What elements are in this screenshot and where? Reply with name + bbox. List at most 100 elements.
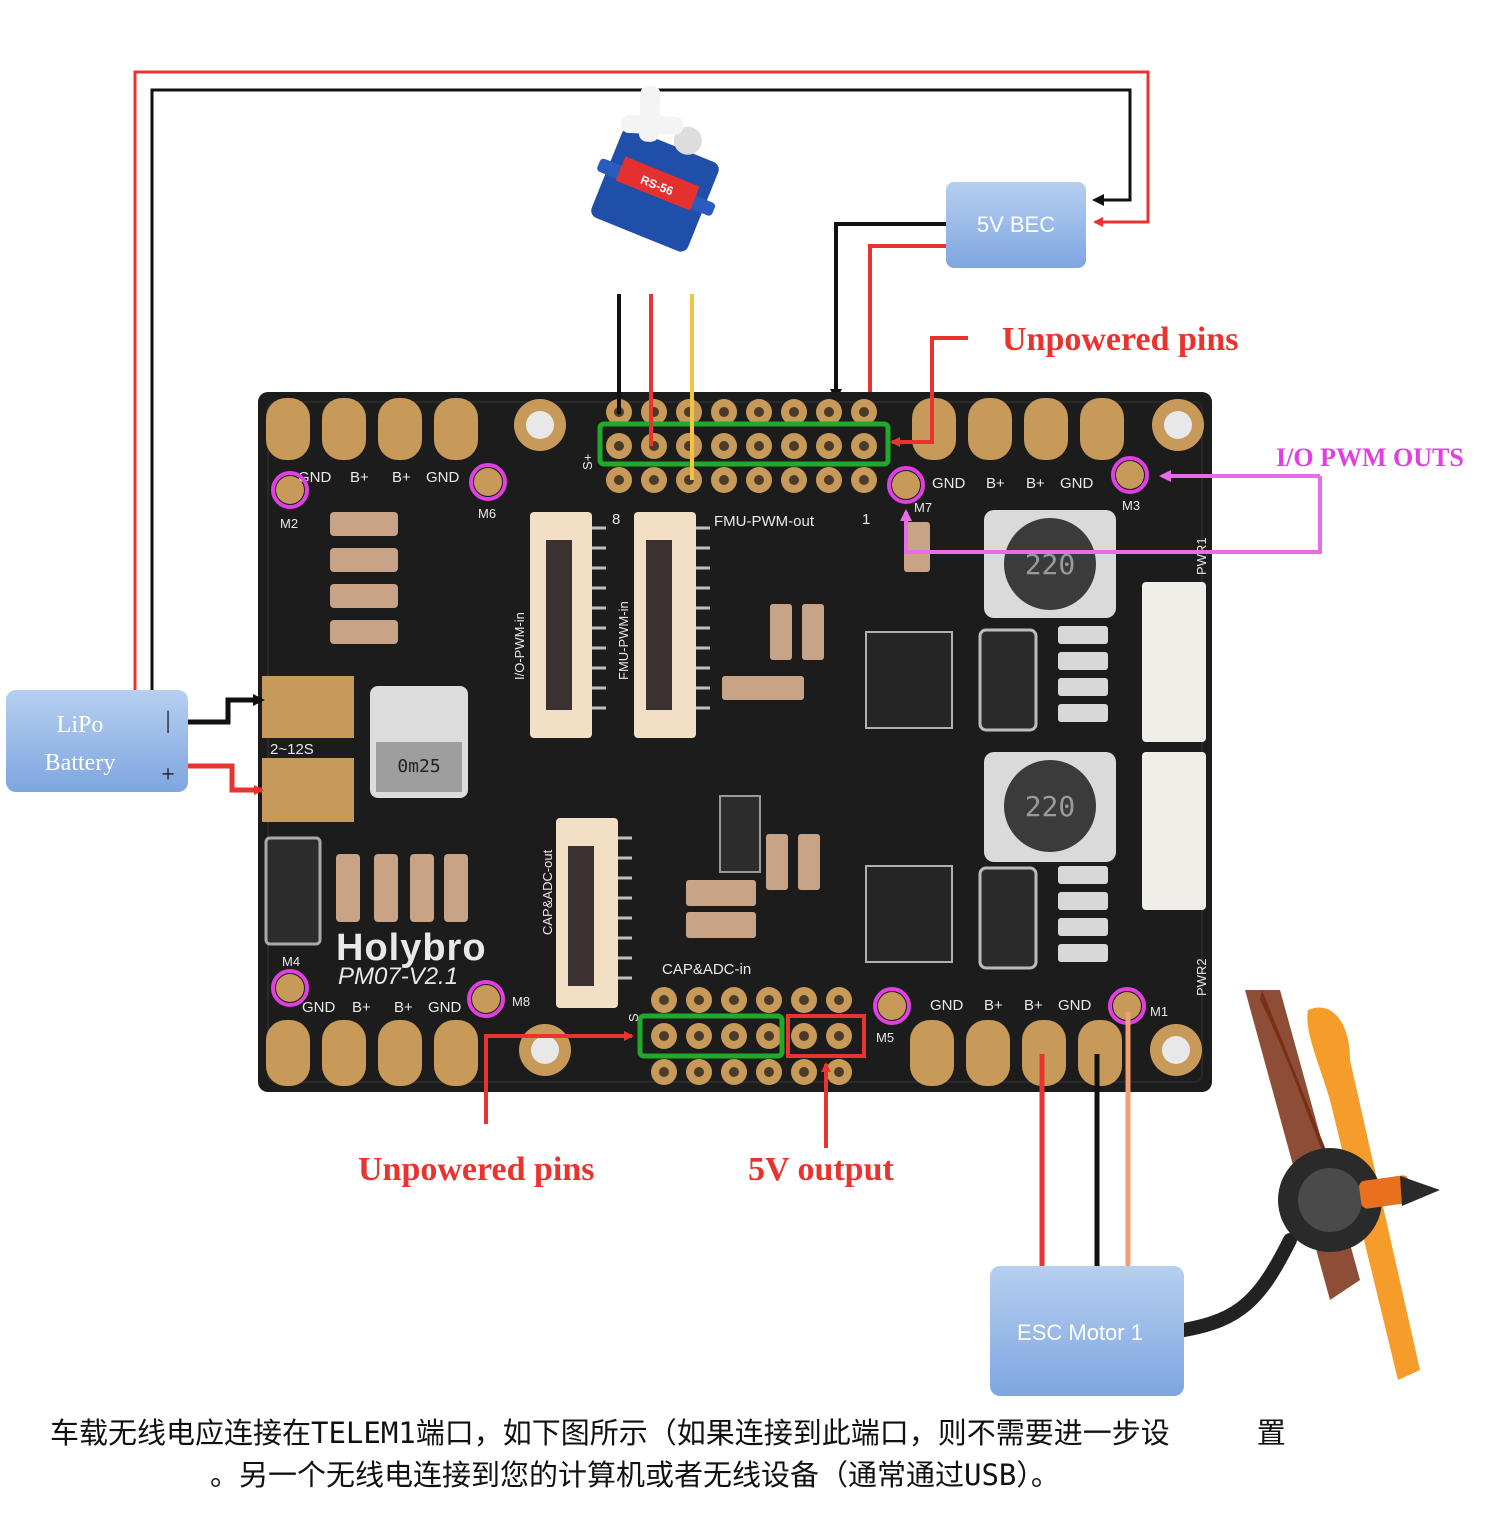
svg-text:M4: M4 <box>282 954 300 969</box>
cap-adc-in-pin-hole <box>729 1031 739 1041</box>
cap-adc-in-pin-hole <box>799 1067 809 1077</box>
fmu-pwm-out-label: FMU-PWM-out <box>714 513 815 530</box>
fmu-pwm-out-pin-hole <box>649 475 659 485</box>
fmu-pwm-out-pin-hole <box>614 475 624 485</box>
svg-text:M2: M2 <box>280 516 298 531</box>
battery-plus-wire-to-bec <box>133 70 1150 690</box>
cap-adc-in-pin-hole <box>694 1067 704 1077</box>
fmu-pwm-out-pin-hole <box>824 441 834 451</box>
cap-adc-in-pin-hole <box>659 995 669 1005</box>
motor-pads-top-right <box>912 398 1124 460</box>
svg-text:B+: B+ <box>392 469 411 486</box>
fmu-pwm-out-pin-hole <box>789 441 799 451</box>
svg-text:GND: GND <box>932 475 966 492</box>
five-v-output-highlight <box>786 1014 866 1058</box>
cap-adc-in-pin-hole <box>694 1031 704 1041</box>
five-v-output-label: 5V output <box>748 1151 894 1188</box>
cap-adc-in-pin-hole <box>729 995 739 1005</box>
fmu-pwm-out-header <box>606 399 877 493</box>
battery-input-pads: 2~12S <box>262 676 354 822</box>
motor-propeller <box>1177 990 1440 1380</box>
fmu-pwm-out-pin-hole <box>789 407 799 417</box>
esc-motor-box: ESC Motor 1 <box>990 1266 1184 1396</box>
fmu-pwm-out-pin-hole <box>754 407 764 417</box>
cap-adc-in-pin-hole <box>834 1031 844 1041</box>
model-text: PM07-V2.1 <box>338 963 458 990</box>
svg-text:8: 8 <box>612 511 620 528</box>
svg-text:M3: M3 <box>1122 498 1140 513</box>
unpowered-pins-highlight-top <box>597 421 891 467</box>
fmu-pwm-out-pin-hole <box>754 475 764 485</box>
svg-text:B+: B+ <box>986 475 1005 492</box>
smd-components-left <box>330 512 468 922</box>
bec-box: 5V BEC <box>946 182 1086 268</box>
power-diodes <box>978 628 1038 970</box>
svg-text:GND: GND <box>930 997 964 1014</box>
smd-components-center <box>686 522 930 938</box>
cap-adc-in-pin-hole <box>799 995 809 1005</box>
io-pwm-outs-bracket <box>900 476 1322 554</box>
unpowered-bottom-label: Unpowered pins <box>358 1151 595 1188</box>
caption-line-1: 车载无线电应连接在TELEM1端口，如下图所示（如果连接到此端口，则不需要进一步… <box>50 1416 1286 1450</box>
svg-text:0m25: 0m25 <box>397 756 440 777</box>
cap-adc-in-label: CAP&ADC-in <box>662 961 751 978</box>
svg-text:GND: GND <box>428 999 462 1016</box>
bec-red-wire <box>865 244 946 434</box>
svg-text:|: | <box>166 708 171 734</box>
svg-text:GND: GND <box>1058 997 1092 1014</box>
power-inductors: 220 220 <box>984 510 1116 862</box>
cap-adc-in-pin-hole <box>764 1031 774 1041</box>
battery-minus-wire-to-bec <box>150 88 1132 690</box>
fmu-pwm-out-pin-hole <box>719 407 729 417</box>
holybro-logo: Holybro <box>336 927 487 969</box>
fmu-pwm-out-pin-hole <box>859 475 869 485</box>
svg-text:GND: GND <box>426 469 460 486</box>
io-pwm-in-connector: I/O-PWM-in <box>512 512 592 738</box>
fmu-pwm-out-pin-hole <box>789 475 799 485</box>
svg-text:B+: B+ <box>394 999 413 1016</box>
battery-plus-wire <box>188 763 264 795</box>
lipo-battery-box: LiPo Battery | + <box>6 690 188 792</box>
svg-text:B+: B+ <box>984 997 1003 1014</box>
svg-text:2~12S: 2~12S <box>270 741 314 758</box>
svg-text:M5: M5 <box>876 1030 894 1045</box>
cap-adc-out-connector: CAP&ADC-out <box>540 818 618 1008</box>
svg-text:PWR1: PWR1 <box>1194 537 1209 575</box>
servo-motor: RS-56 <box>591 85 719 252</box>
svg-text:M8: M8 <box>512 994 530 1009</box>
svg-text:ESC Motor 1: ESC Motor 1 <box>1017 1320 1143 1345</box>
cap-adc-in-pin-hole <box>659 1067 669 1077</box>
fmu-pwm-out-pin-hole <box>754 441 764 451</box>
svg-text:B+: B+ <box>1026 475 1045 492</box>
pwr2-connector: PWR2 <box>1142 752 1209 996</box>
fmu-pwm-out-pin-hole <box>824 475 834 485</box>
fmu-pwm-out-pin-hole <box>859 407 869 417</box>
unpowered-top-label: Unpowered pins <box>1002 321 1239 358</box>
svg-text:FMU-PWM-in: FMU-PWM-in <box>616 601 631 680</box>
caption-line-2: 。另一个无线电连接到您的计算机或者无线设备（通常通过USB）。 <box>210 1458 1060 1492</box>
motor-test-points <box>271 456 1149 1025</box>
svg-text:M7: M7 <box>914 500 932 515</box>
fmu-pwm-out-pin-hole <box>719 441 729 451</box>
cap-adc-in-pin-hole <box>834 995 844 1005</box>
bec-label: 5V BEC <box>977 212 1055 237</box>
cap-adc-in-header <box>651 987 852 1085</box>
cap-adc-in-pin-hole <box>764 1067 774 1077</box>
diode <box>264 836 322 946</box>
svg-text:PWR2: PWR2 <box>1194 958 1209 996</box>
current-shunt: 0m25 <box>370 686 468 798</box>
cap-adc-in-pin-hole <box>799 1031 809 1041</box>
svg-text:LiPo: LiPo <box>57 712 104 738</box>
io-pwm-outs-label: I/O PWM OUTS <box>1276 443 1464 472</box>
ic-chips <box>719 631 953 963</box>
bec-black-wire <box>830 222 946 401</box>
fmu-pwm-in-connector: FMU-PWM-in <box>616 512 696 738</box>
svg-text:M1: M1 <box>1150 1004 1168 1019</box>
fmu-pwm-out-pin-hole <box>614 441 624 451</box>
cap-adc-in-pin-hole <box>694 995 704 1005</box>
svg-text:GND: GND <box>302 999 336 1016</box>
smd-components-right <box>1058 626 1108 962</box>
cap-adc-in-pin-hole <box>659 1031 669 1041</box>
svg-text:I/O-PWM-in: I/O-PWM-in <box>512 612 527 680</box>
